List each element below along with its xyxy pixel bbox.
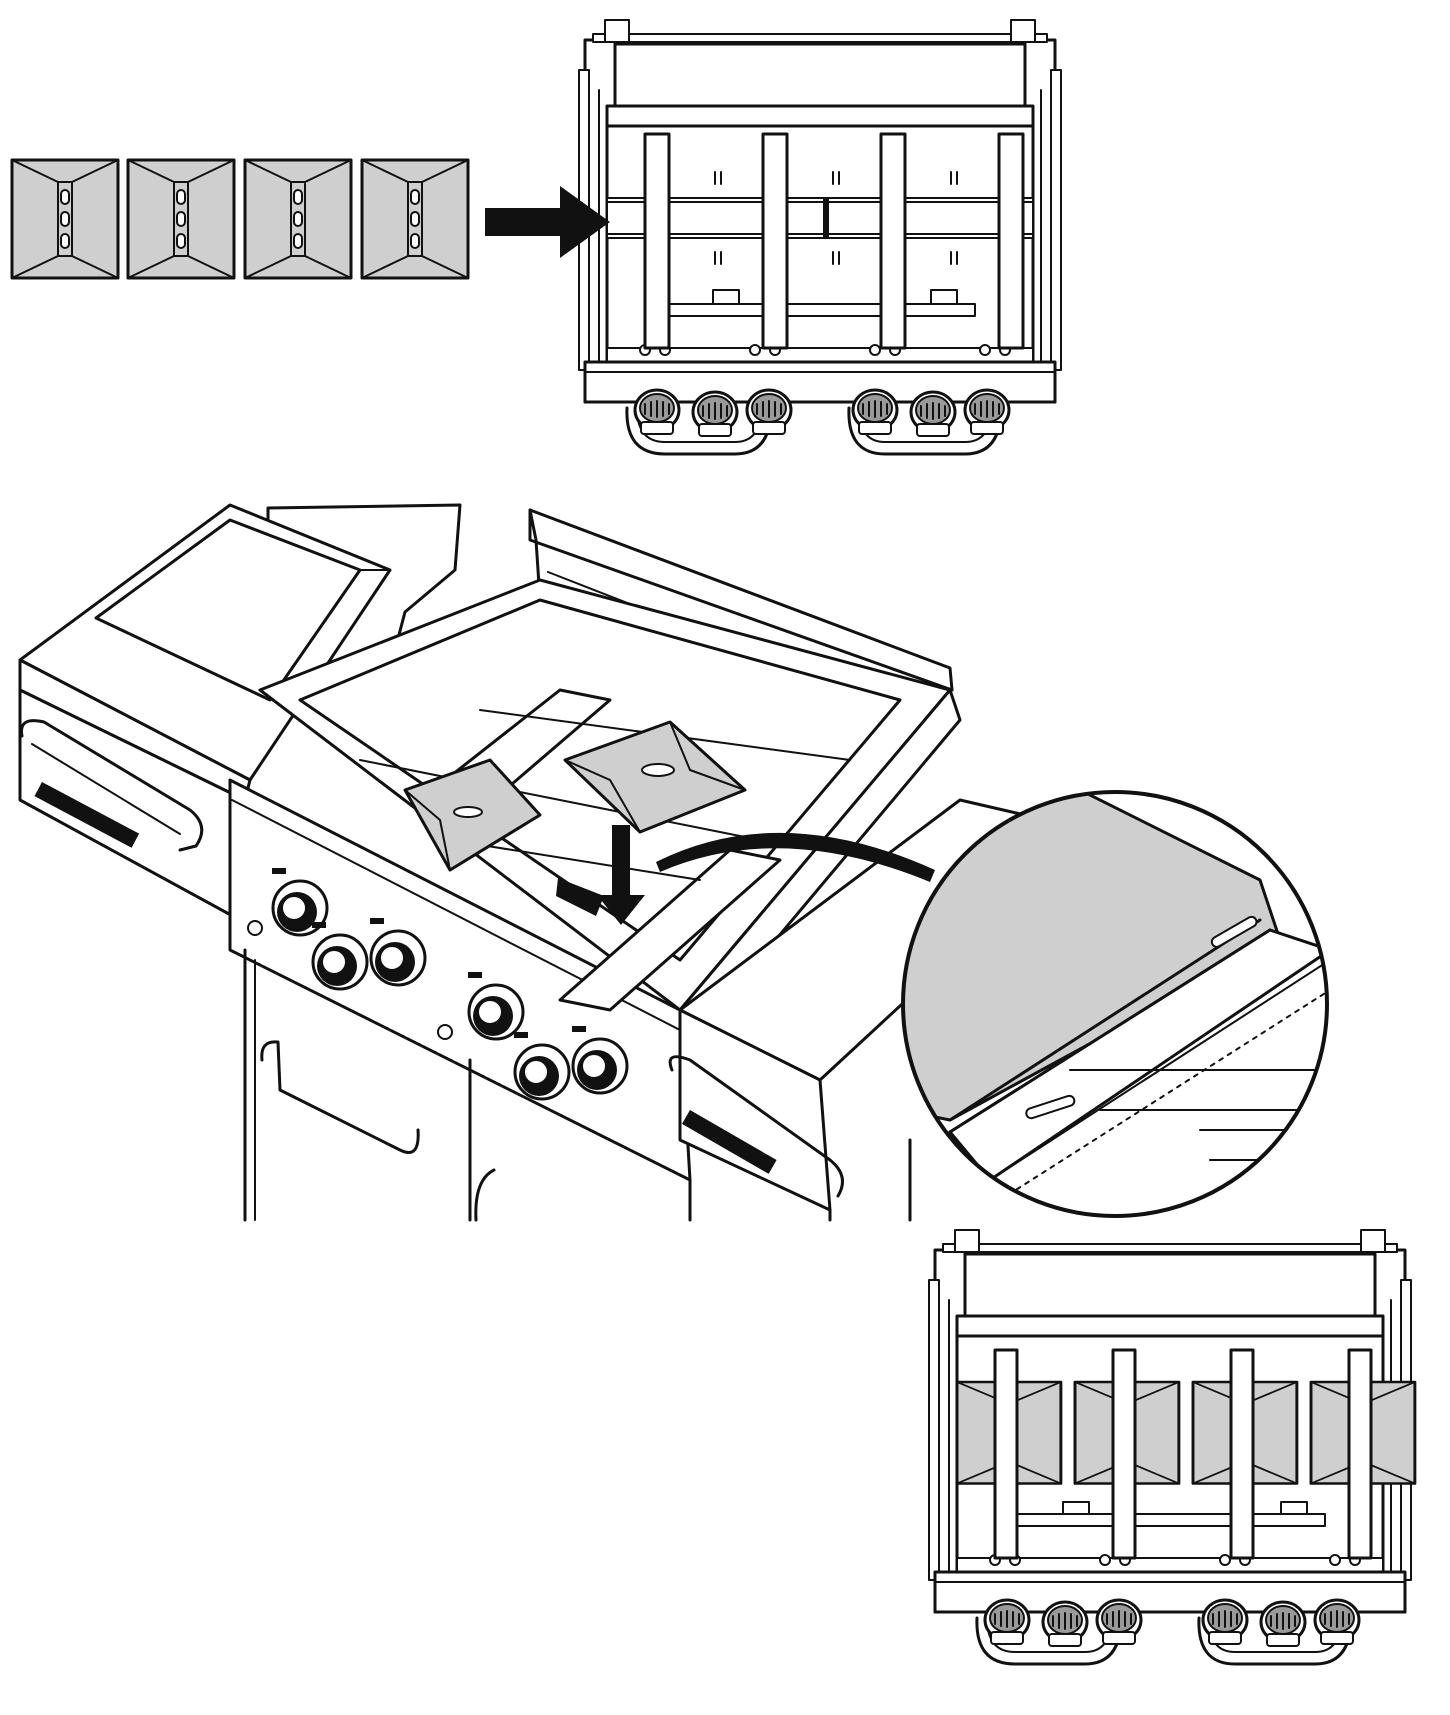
arrow-right-icon xyxy=(485,186,610,258)
heat-plate xyxy=(126,158,236,280)
arrow-down-icon xyxy=(597,825,645,925)
magnifier-detail-icon xyxy=(901,790,1329,1218)
loose-plates xyxy=(10,158,470,280)
curved-arrow-icon xyxy=(656,832,935,882)
control-knobs xyxy=(247,866,629,1101)
heat-plate xyxy=(243,158,353,280)
firebox-front-empty xyxy=(579,20,1061,454)
heat-plate xyxy=(10,158,120,280)
middle-panel xyxy=(18,503,1329,1222)
arrow-angled-icon xyxy=(556,878,604,916)
tick-marks xyxy=(714,171,958,265)
heat-plate xyxy=(360,158,470,280)
top-panel xyxy=(10,20,1061,454)
left-side-shelf xyxy=(18,503,392,922)
heat-plates-installed xyxy=(403,720,747,872)
bottom-panel xyxy=(929,1230,1417,1664)
